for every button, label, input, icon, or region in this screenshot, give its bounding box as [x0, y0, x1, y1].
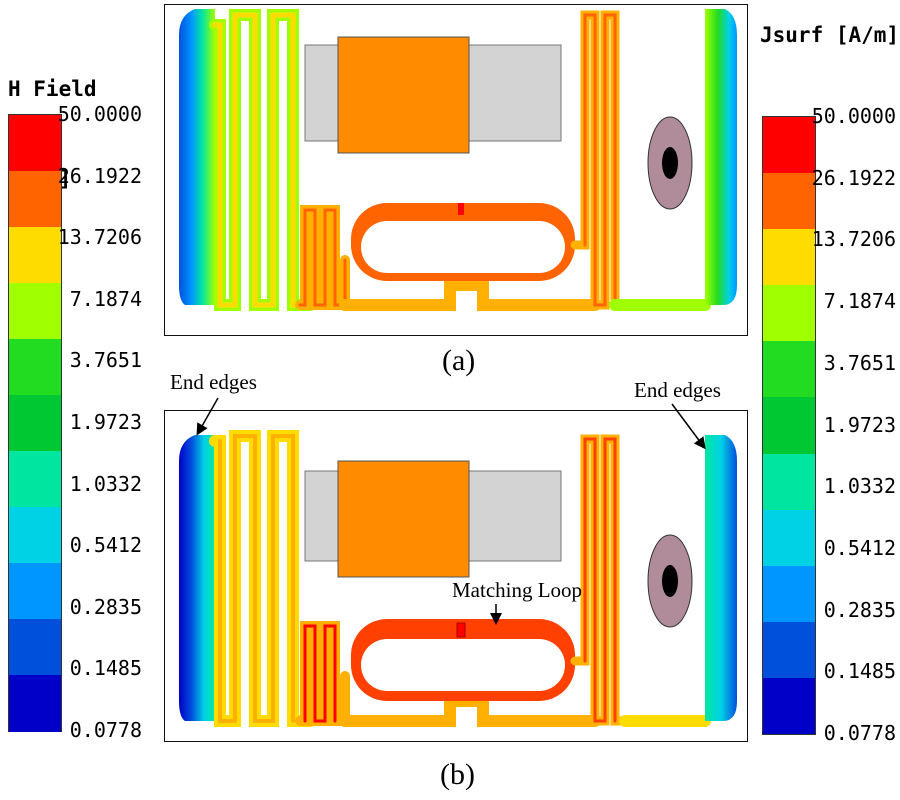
tick-label: 26.1922: [57, 163, 142, 188]
tick-label: 0.0778: [823, 721, 896, 745]
right-meander-lines: [570, 434, 711, 727]
panel-b-simulation: [164, 410, 748, 742]
right-meander-lines: [570, 10, 711, 311]
matching-loop-inner: [361, 639, 565, 691]
color-band: [9, 115, 61, 172]
panel-b-antenna-field-map: [179, 430, 737, 727]
color-band: [9, 395, 61, 452]
tick-label: 1.0332: [823, 474, 896, 499]
tick-label: 50.0000: [811, 104, 896, 128]
end-edges-right-label: End edges: [634, 378, 721, 402]
color-band: [9, 675, 61, 732]
tick-label: 50.0000: [57, 102, 142, 126]
color-band: [9, 227, 61, 284]
tick-label: 0.5412: [823, 535, 896, 560]
color-band: [763, 285, 815, 342]
color-band: [763, 677, 815, 735]
color-band: [9, 283, 61, 340]
right-end-edge: [705, 9, 737, 305]
mounting-hole: [662, 565, 678, 597]
panel-a-caption: (a): [442, 344, 476, 377]
tick-label: 13.7206: [57, 225, 142, 250]
left-meander-lines: [209, 9, 316, 311]
right-end-edge: [705, 435, 737, 721]
chip: [337, 460, 470, 578]
left-end-edge: [179, 435, 215, 721]
color-band: [763, 453, 815, 511]
panel-a-simulation: [164, 4, 748, 336]
color-band: [9, 451, 61, 508]
tick-label: 1.0332: [69, 471, 142, 496]
color-band: [763, 341, 815, 398]
chip: [337, 36, 470, 154]
color-band: [9, 171, 61, 228]
tick-label: 13.7206: [811, 227, 896, 252]
color-band: [9, 563, 61, 620]
tick-label: 3.7651: [69, 348, 142, 373]
h-field-title-line1: H Field: [8, 77, 97, 101]
tick-label: 0.5412: [69, 533, 142, 558]
tick-label: 1.9723: [69, 410, 142, 434]
color-band: [9, 507, 61, 564]
left-end-edge: [179, 9, 215, 305]
color-band: [763, 229, 815, 286]
tick-label: 1.9723: [823, 412, 896, 437]
tick-label: 7.1874: [823, 289, 896, 314]
color-band: [763, 173, 815, 230]
panel-a-antenna-field-map: [179, 9, 737, 311]
tick-label: 0.0778: [69, 718, 142, 742]
color-band: [763, 117, 815, 174]
tick-label: 3.7651: [823, 350, 896, 375]
tick-label: 7.1874: [69, 286, 142, 311]
color-band: [9, 619, 61, 676]
mounting-hole: [662, 147, 678, 179]
tick-label: 0.2835: [823, 597, 896, 622]
matching-loop-label: Matching Loop: [452, 578, 583, 602]
jsurf-color-scale: [762, 116, 816, 735]
color-band: [9, 339, 61, 396]
tick-label: 0.2835: [69, 594, 142, 619]
lower-meander-lines: [295, 205, 601, 311]
color-band: [763, 397, 815, 455]
matching-loop-inner: [361, 221, 565, 273]
color-band: [763, 621, 815, 679]
panel-b-caption: (b): [440, 758, 475, 791]
tick-label: 0.1485: [823, 659, 896, 684]
h-field-color-scale: [8, 114, 62, 732]
left-meander-lines: [209, 430, 316, 727]
color-band: [763, 565, 815, 623]
jsurf-legend-title: Jsurf [A/m]: [760, 23, 900, 47]
tick-label: 26.1922: [811, 165, 896, 190]
tick-label: 0.1485: [69, 656, 142, 681]
end-edges-left-label: End edges: [170, 370, 257, 394]
color-band: [763, 509, 815, 567]
